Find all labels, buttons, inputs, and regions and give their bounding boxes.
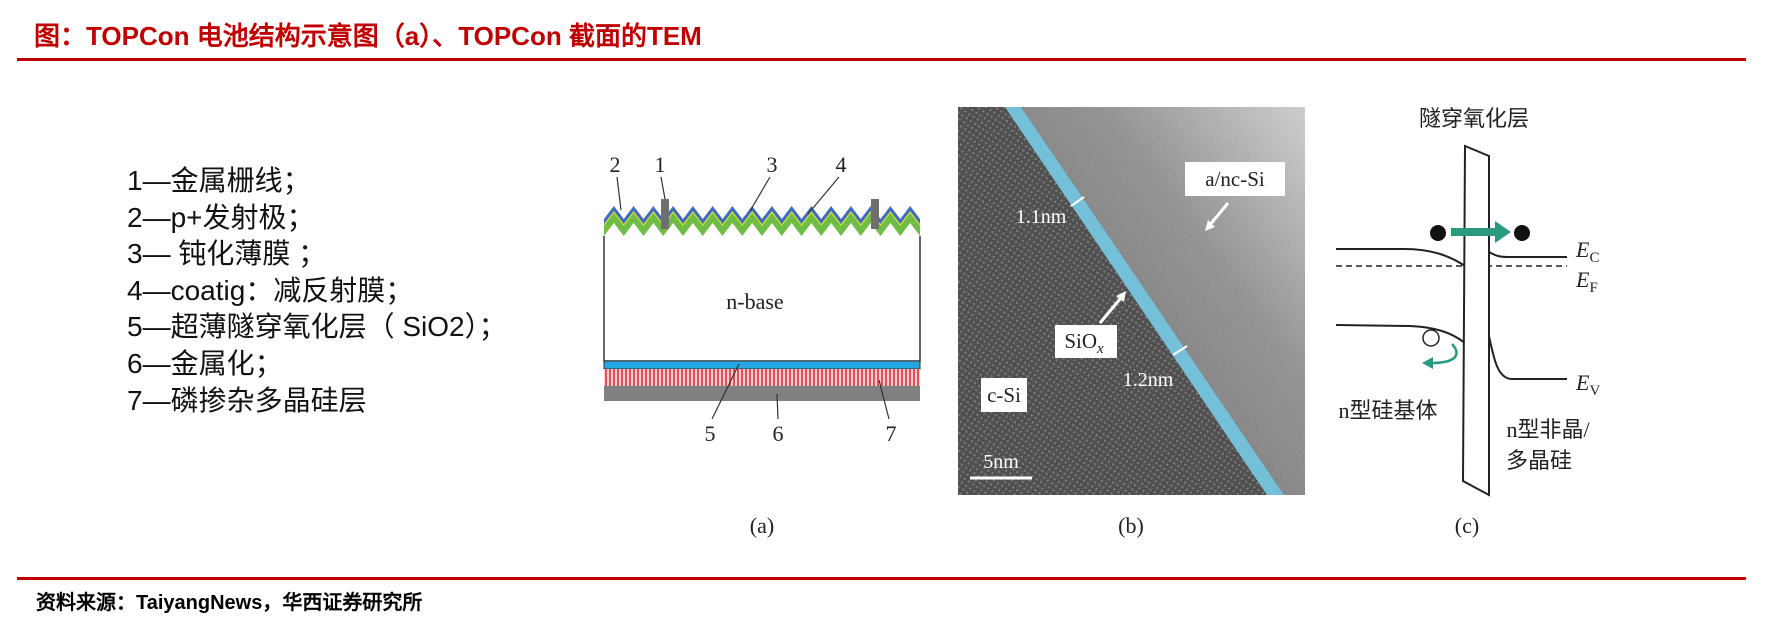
source-note: 资料来源：TaiyangNews，华西证券研究所 bbox=[36, 592, 423, 614]
caption-b: (b) bbox=[1118, 513, 1144, 538]
rear-metal-layer bbox=[604, 386, 920, 401]
hole bbox=[1422, 329, 1440, 347]
conduction-band-symbol: E bbox=[1575, 237, 1590, 262]
label-7: 7 bbox=[886, 421, 897, 446]
hole-reflect-arrow-head bbox=[1422, 357, 1433, 369]
legend-item: 7—磷掺杂多晶硅层 bbox=[127, 384, 367, 416]
amorphous-label: a/nc-Si bbox=[1205, 167, 1265, 191]
legend-item: 2—p+发射极； bbox=[127, 201, 315, 233]
label-1: 1 bbox=[655, 152, 666, 177]
legend-item: 3— 钝化薄膜 ； bbox=[127, 238, 327, 270]
legend-item: 5—超薄隧穿氧化层（ SiO2）； bbox=[127, 311, 507, 343]
electron-left bbox=[1430, 225, 1446, 241]
fermi-level-subscript: F bbox=[1589, 280, 1597, 296]
electron-right bbox=[1514, 225, 1530, 241]
oxide-label-box bbox=[1055, 325, 1117, 358]
thickness-bottom-label: 1.2nm bbox=[1123, 369, 1174, 391]
poly-si-layer bbox=[604, 369, 920, 386]
figure-a-cell-schematic: 2 1 3 4 5 6 7 n-base (a) bbox=[603, 152, 921, 538]
label-2: 2 bbox=[610, 152, 621, 177]
leader-line-6 bbox=[776, 393, 779, 420]
leader-line-7 bbox=[878, 379, 890, 420]
legend-item: 6—金属化； bbox=[127, 347, 283, 379]
tunneling-arrow-head bbox=[1495, 221, 1511, 243]
amorphous-label-box bbox=[1185, 162, 1285, 196]
caption-c: (c) bbox=[1455, 513, 1479, 538]
tunnel-oxide-barrier bbox=[1461, 144, 1490, 497]
conduction-band-left bbox=[1336, 248, 1466, 267]
legend-item: 1—金属栅线； bbox=[127, 165, 311, 196]
metal-finger bbox=[661, 199, 669, 229]
label-4: 4 bbox=[836, 152, 847, 177]
valence-band-right bbox=[1488, 335, 1567, 380]
thickness-top-label: 1.1nm bbox=[1016, 206, 1067, 228]
n-base-label: n-base bbox=[726, 289, 783, 314]
label-6: 6 bbox=[773, 421, 784, 446]
valence-band-symbol: E bbox=[1575, 370, 1590, 395]
arrow-to-amorphous bbox=[1207, 202, 1230, 227]
fermi-level-symbol: E bbox=[1575, 267, 1590, 292]
arrow-to-amorphous-head bbox=[1205, 220, 1215, 231]
substrate-label: c-Si bbox=[987, 383, 1021, 407]
passivation-layer bbox=[604, 212, 920, 236]
valence-band-left bbox=[1335, 324, 1466, 344]
legend-item: 4—coatig：减反射膜； bbox=[127, 274, 414, 306]
leader-line-5 bbox=[711, 363, 740, 420]
legend-list: 1—金属栅线； 2—p+发射极； 3— 钝化薄膜 ； 4—coatig：减反射膜… bbox=[127, 163, 507, 419]
leader-line-3 bbox=[749, 176, 771, 212]
antireflection-coating bbox=[604, 206, 920, 224]
label-5: 5 bbox=[705, 421, 716, 446]
figure-b-tem-image: a/nc-Si SiOx c-Si 1.1nm 1.2nm 5nm (b) bbox=[958, 107, 1305, 538]
left-region-label: n型硅基体 bbox=[1338, 398, 1437, 423]
scale-bar-label: 5nm bbox=[983, 451, 1019, 473]
right-region-label-line1: n型非晶/ bbox=[1506, 417, 1590, 442]
thickness-tick-bottom bbox=[1172, 345, 1188, 356]
metal-finger bbox=[871, 199, 879, 229]
leader-lines bbox=[616, 176, 890, 420]
conduction-band-subscript: C bbox=[1589, 250, 1599, 266]
band-lines bbox=[1335, 248, 1567, 380]
valence-band-subscript: V bbox=[1589, 383, 1600, 399]
fermi-level-label: EF bbox=[1575, 267, 1598, 296]
band-labels: EC EF EV bbox=[1575, 237, 1600, 399]
arrow-to-oxide-head bbox=[1116, 291, 1126, 302]
barrier-label: 隧穿氧化层 bbox=[1419, 106, 1529, 131]
valence-band-label: EV bbox=[1575, 370, 1600, 399]
top-divider bbox=[17, 58, 1746, 61]
figure-a-labels: 2 1 3 4 5 6 7 n-base (a) bbox=[610, 152, 897, 538]
leader-line-4 bbox=[807, 176, 840, 215]
label-3: 3 bbox=[767, 152, 778, 177]
conduction-band-right bbox=[1488, 251, 1567, 258]
caption-a: (a) bbox=[750, 513, 774, 538]
arrow-to-oxide bbox=[1098, 298, 1122, 324]
substrate-label-box bbox=[981, 378, 1027, 412]
right-region-label-line2: 多晶硅 bbox=[1506, 448, 1572, 473]
figure-c-band-diagram: 隧穿氧化层 EC EF EV n型硅基体 n型非晶/ 多晶硅 (c) bbox=[1335, 106, 1600, 538]
oxide-label-main: SiO bbox=[1064, 329, 1097, 353]
bottom-divider bbox=[17, 577, 1746, 580]
oxide-label: SiOx bbox=[1064, 329, 1104, 357]
conduction-band-label: EC bbox=[1575, 237, 1599, 266]
hole-reflect-arrow bbox=[1431, 343, 1458, 365]
oxide-label-subscript: x bbox=[1096, 341, 1104, 357]
tunnel-oxide-layer bbox=[603, 360, 921, 370]
thickness-tick-top bbox=[1070, 196, 1085, 207]
leader-line-1 bbox=[660, 176, 666, 200]
leader-line-2 bbox=[616, 176, 622, 211]
figure-title: 图：TOPCon 电池结构示意图（a）、TOPCon 截面的TEM bbox=[34, 21, 702, 51]
